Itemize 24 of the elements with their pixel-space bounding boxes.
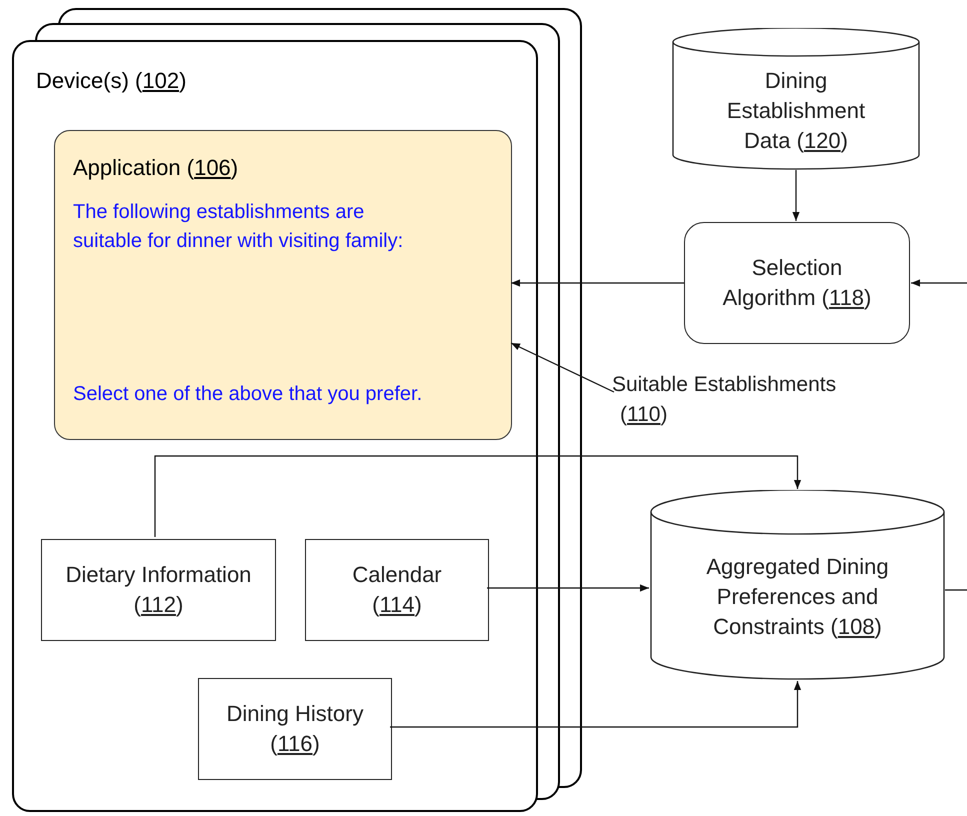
process-box [198,678,392,780]
process-box [41,539,276,641]
process-box-rounded [684,222,910,344]
process-box [305,539,489,641]
message-text: Select one of the above that you prefer. [73,382,424,407]
card-title: Device(s) (102) [36,67,186,95]
box-label: Calendar (114) [351,561,443,619]
box-label: Dietary Information (112) [64,561,252,619]
arrow [390,681,802,728]
box-label: Dining History (116) [226,700,364,758]
database-label: Dining Establishment Data (120) [726,67,866,155]
arrow [511,279,684,287]
database-label: Aggregated Dining Preferences and Constraints (108) [705,553,890,641]
callout-text: Suitable Establishments (110) [612,372,838,428]
arrow [792,170,800,221]
panel-title: Application (106) [73,154,240,182]
arrow [487,584,649,592]
arrow [510,342,614,393]
box-label: Selection Algorithm (118) [722,254,872,312]
application-panel [54,130,512,440]
message-text: The following establishments are suitable for dinner with visiting family: [73,200,404,254]
arrow [154,455,802,537]
device-card [12,40,538,812]
arrow [911,279,967,287]
